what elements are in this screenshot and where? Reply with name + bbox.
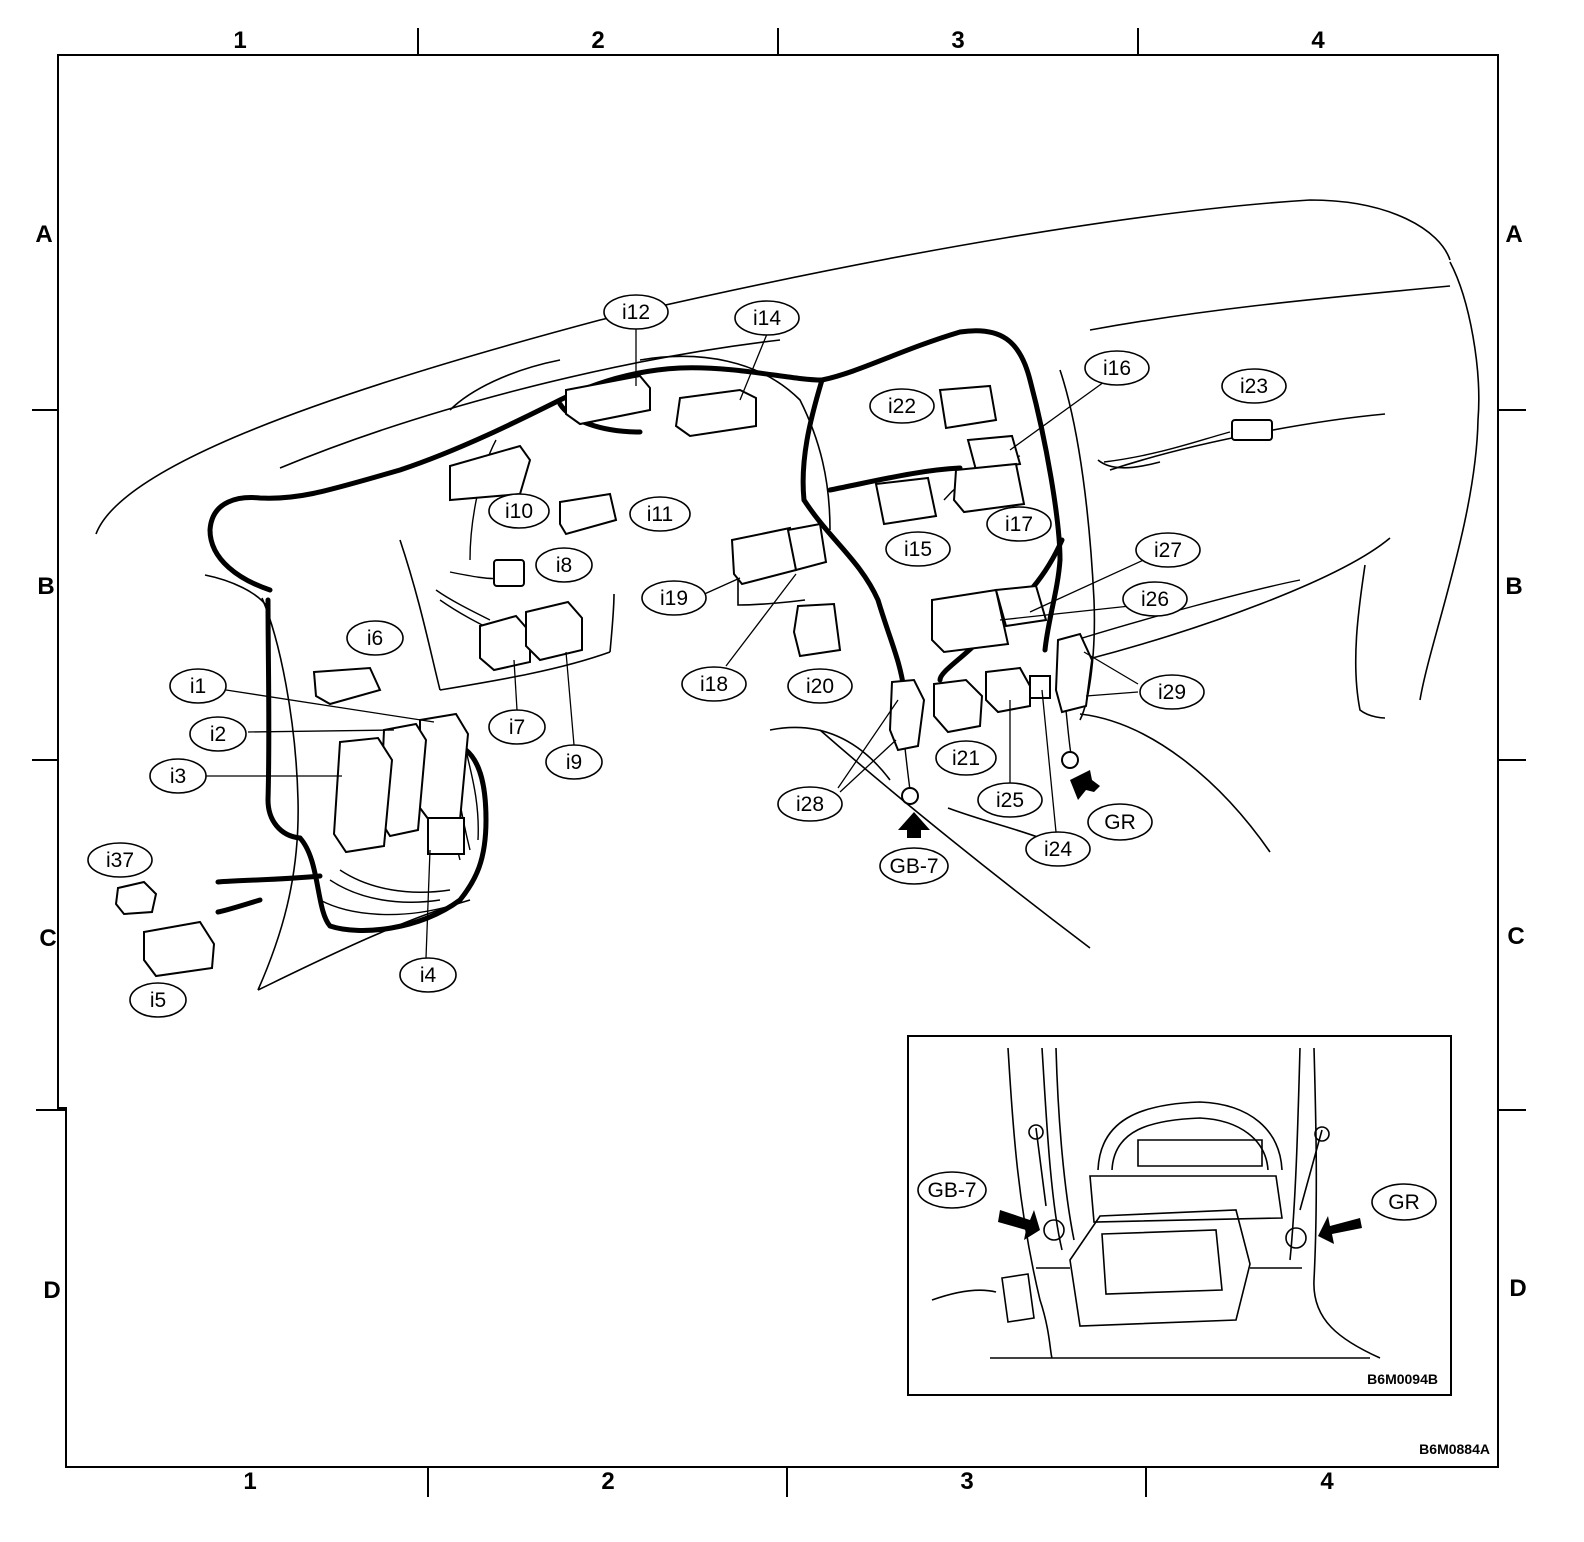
connector-label-i16: i16	[1084, 350, 1150, 386]
connector-label-i1: i1	[169, 668, 227, 704]
svg-text:GB-7: GB-7	[889, 855, 938, 878]
svg-text:i8: i8	[556, 554, 572, 577]
inset-gb7-arrow-icon	[998, 1210, 1040, 1240]
svg-text:i11: i11	[647, 503, 673, 526]
row-labels-right: A B C D	[1505, 221, 1526, 1302]
svg-text:i20: i20	[806, 675, 834, 698]
connector-label-i11: i11	[629, 496, 691, 532]
svg-text:i5: i5	[150, 989, 166, 1012]
arrows	[898, 770, 1100, 838]
svg-text:GR: GR	[1388, 1191, 1420, 1214]
column-label: 1	[233, 27, 246, 54]
connector-label-i2: i2	[189, 716, 247, 752]
svg-text:i10: i10	[505, 500, 533, 523]
inset-label-gb7: GB-7	[917, 1171, 987, 1209]
svg-text:i14: i14	[753, 307, 781, 330]
column-label: 1	[243, 1468, 256, 1495]
connector-label-i14: i14	[734, 300, 800, 336]
column-label: 2	[601, 1468, 614, 1495]
connector-label-i8: i8	[535, 547, 593, 583]
svg-text:i1: i1	[190, 675, 206, 698]
svg-text:i17: i17	[1005, 513, 1033, 536]
connector-label-i6: i6	[346, 620, 404, 656]
leader-lines	[206, 328, 1149, 959]
connector-label-i3: i3	[149, 758, 207, 794]
ground-label-gr: GR	[1087, 803, 1153, 841]
connector-label-i21: i21	[935, 740, 997, 776]
connector-label-i10: i10	[488, 493, 550, 529]
svg-text:i12: i12	[622, 301, 650, 324]
inset-detail: GB-7 GR B6M0094B	[907, 1035, 1452, 1396]
connector-label-i27: i27	[1135, 532, 1201, 568]
inset-code: B6M0094B	[1367, 1371, 1438, 1387]
gb7-arrow-icon	[898, 812, 930, 838]
connector-label-i12: i12	[603, 294, 669, 330]
connector-label-i37: i37	[87, 842, 153, 878]
svg-text:i25: i25	[996, 789, 1024, 812]
column-label: 2	[591, 27, 604, 54]
row-label: B	[37, 573, 54, 600]
svg-text:i16: i16	[1103, 357, 1131, 380]
gr-arrow-icon	[1070, 770, 1100, 800]
connector-label-i7: i7	[488, 709, 546, 745]
inset-gr-arrow-icon	[1318, 1216, 1362, 1244]
row-label: A	[35, 221, 52, 248]
connector-label-i22: i22	[869, 388, 935, 424]
inset-label-gr: GR	[1371, 1183, 1437, 1221]
svg-text:i4: i4	[420, 964, 437, 987]
svg-text:i23: i23	[1240, 375, 1268, 398]
row-label: C	[39, 925, 56, 952]
svg-text:i9: i9	[566, 751, 582, 774]
column-label: 4	[1311, 27, 1325, 54]
row-label: B	[1505, 573, 1522, 600]
column-label: 4	[1320, 1468, 1334, 1495]
svg-text:i21: i21	[952, 747, 980, 770]
connector-label-i23: i23	[1221, 368, 1287, 404]
connector-label-i5: i5	[129, 982, 187, 1018]
ground-label-gb7: GB-7	[879, 847, 949, 885]
connector-label-i28: i28	[777, 786, 843, 822]
svg-text:i7: i7	[509, 716, 525, 739]
connector-label-i29: i29	[1139, 674, 1205, 710]
connector-label-i17: i17	[986, 506, 1052, 542]
svg-text:i2: i2	[210, 723, 226, 746]
column-labels-bottom: 1 2 3 4	[243, 1468, 1334, 1495]
connector-label-i19: i19	[641, 580, 707, 616]
frame	[32, 28, 1526, 1497]
svg-text:i37: i37	[106, 849, 134, 872]
connector-label-i26: i26	[1122, 581, 1188, 617]
svg-text:i27: i27	[1154, 539, 1182, 562]
column-label: 3	[951, 27, 964, 54]
svg-text:i15: i15	[904, 538, 932, 561]
connector-label-i18: i18	[681, 666, 747, 702]
svg-text:i19: i19	[660, 587, 688, 610]
connector-bubbles: i12 i14 i22 i16 i23 i10 i11 i17 i15 i27 …	[87, 294, 1287, 1018]
svg-text:i28: i28	[796, 793, 824, 816]
svg-text:i29: i29	[1158, 681, 1186, 704]
connector-label-i24: i24	[1025, 831, 1091, 867]
svg-text:i18: i18	[700, 673, 728, 696]
figure-code: B6M0884A	[1419, 1441, 1490, 1457]
svg-text:i6: i6	[367, 627, 383, 650]
svg-text:i22: i22	[888, 395, 916, 418]
connector-shapes	[114, 374, 1273, 978]
svg-text:i24: i24	[1044, 838, 1072, 861]
connector-label-i4: i4	[399, 957, 457, 993]
column-labels-top: 1 2 3 4	[233, 27, 1325, 54]
row-labels-left: A B C D	[35, 221, 60, 1304]
row-label: C	[1507, 923, 1524, 950]
row-label: D	[43, 1277, 60, 1304]
connector-label-i20: i20	[787, 668, 853, 704]
connector-label-i25: i25	[977, 782, 1043, 818]
connector-label-i15: i15	[885, 531, 951, 567]
svg-text:i26: i26	[1141, 588, 1169, 611]
column-label: 3	[960, 1468, 973, 1495]
svg-text:GB-7: GB-7	[927, 1179, 976, 1202]
svg-text:i3: i3	[170, 765, 186, 788]
svg-text:GR: GR	[1104, 811, 1136, 834]
row-label: D	[1509, 1275, 1526, 1302]
row-label: A	[1505, 221, 1522, 248]
connector-label-i9: i9	[545, 744, 603, 780]
